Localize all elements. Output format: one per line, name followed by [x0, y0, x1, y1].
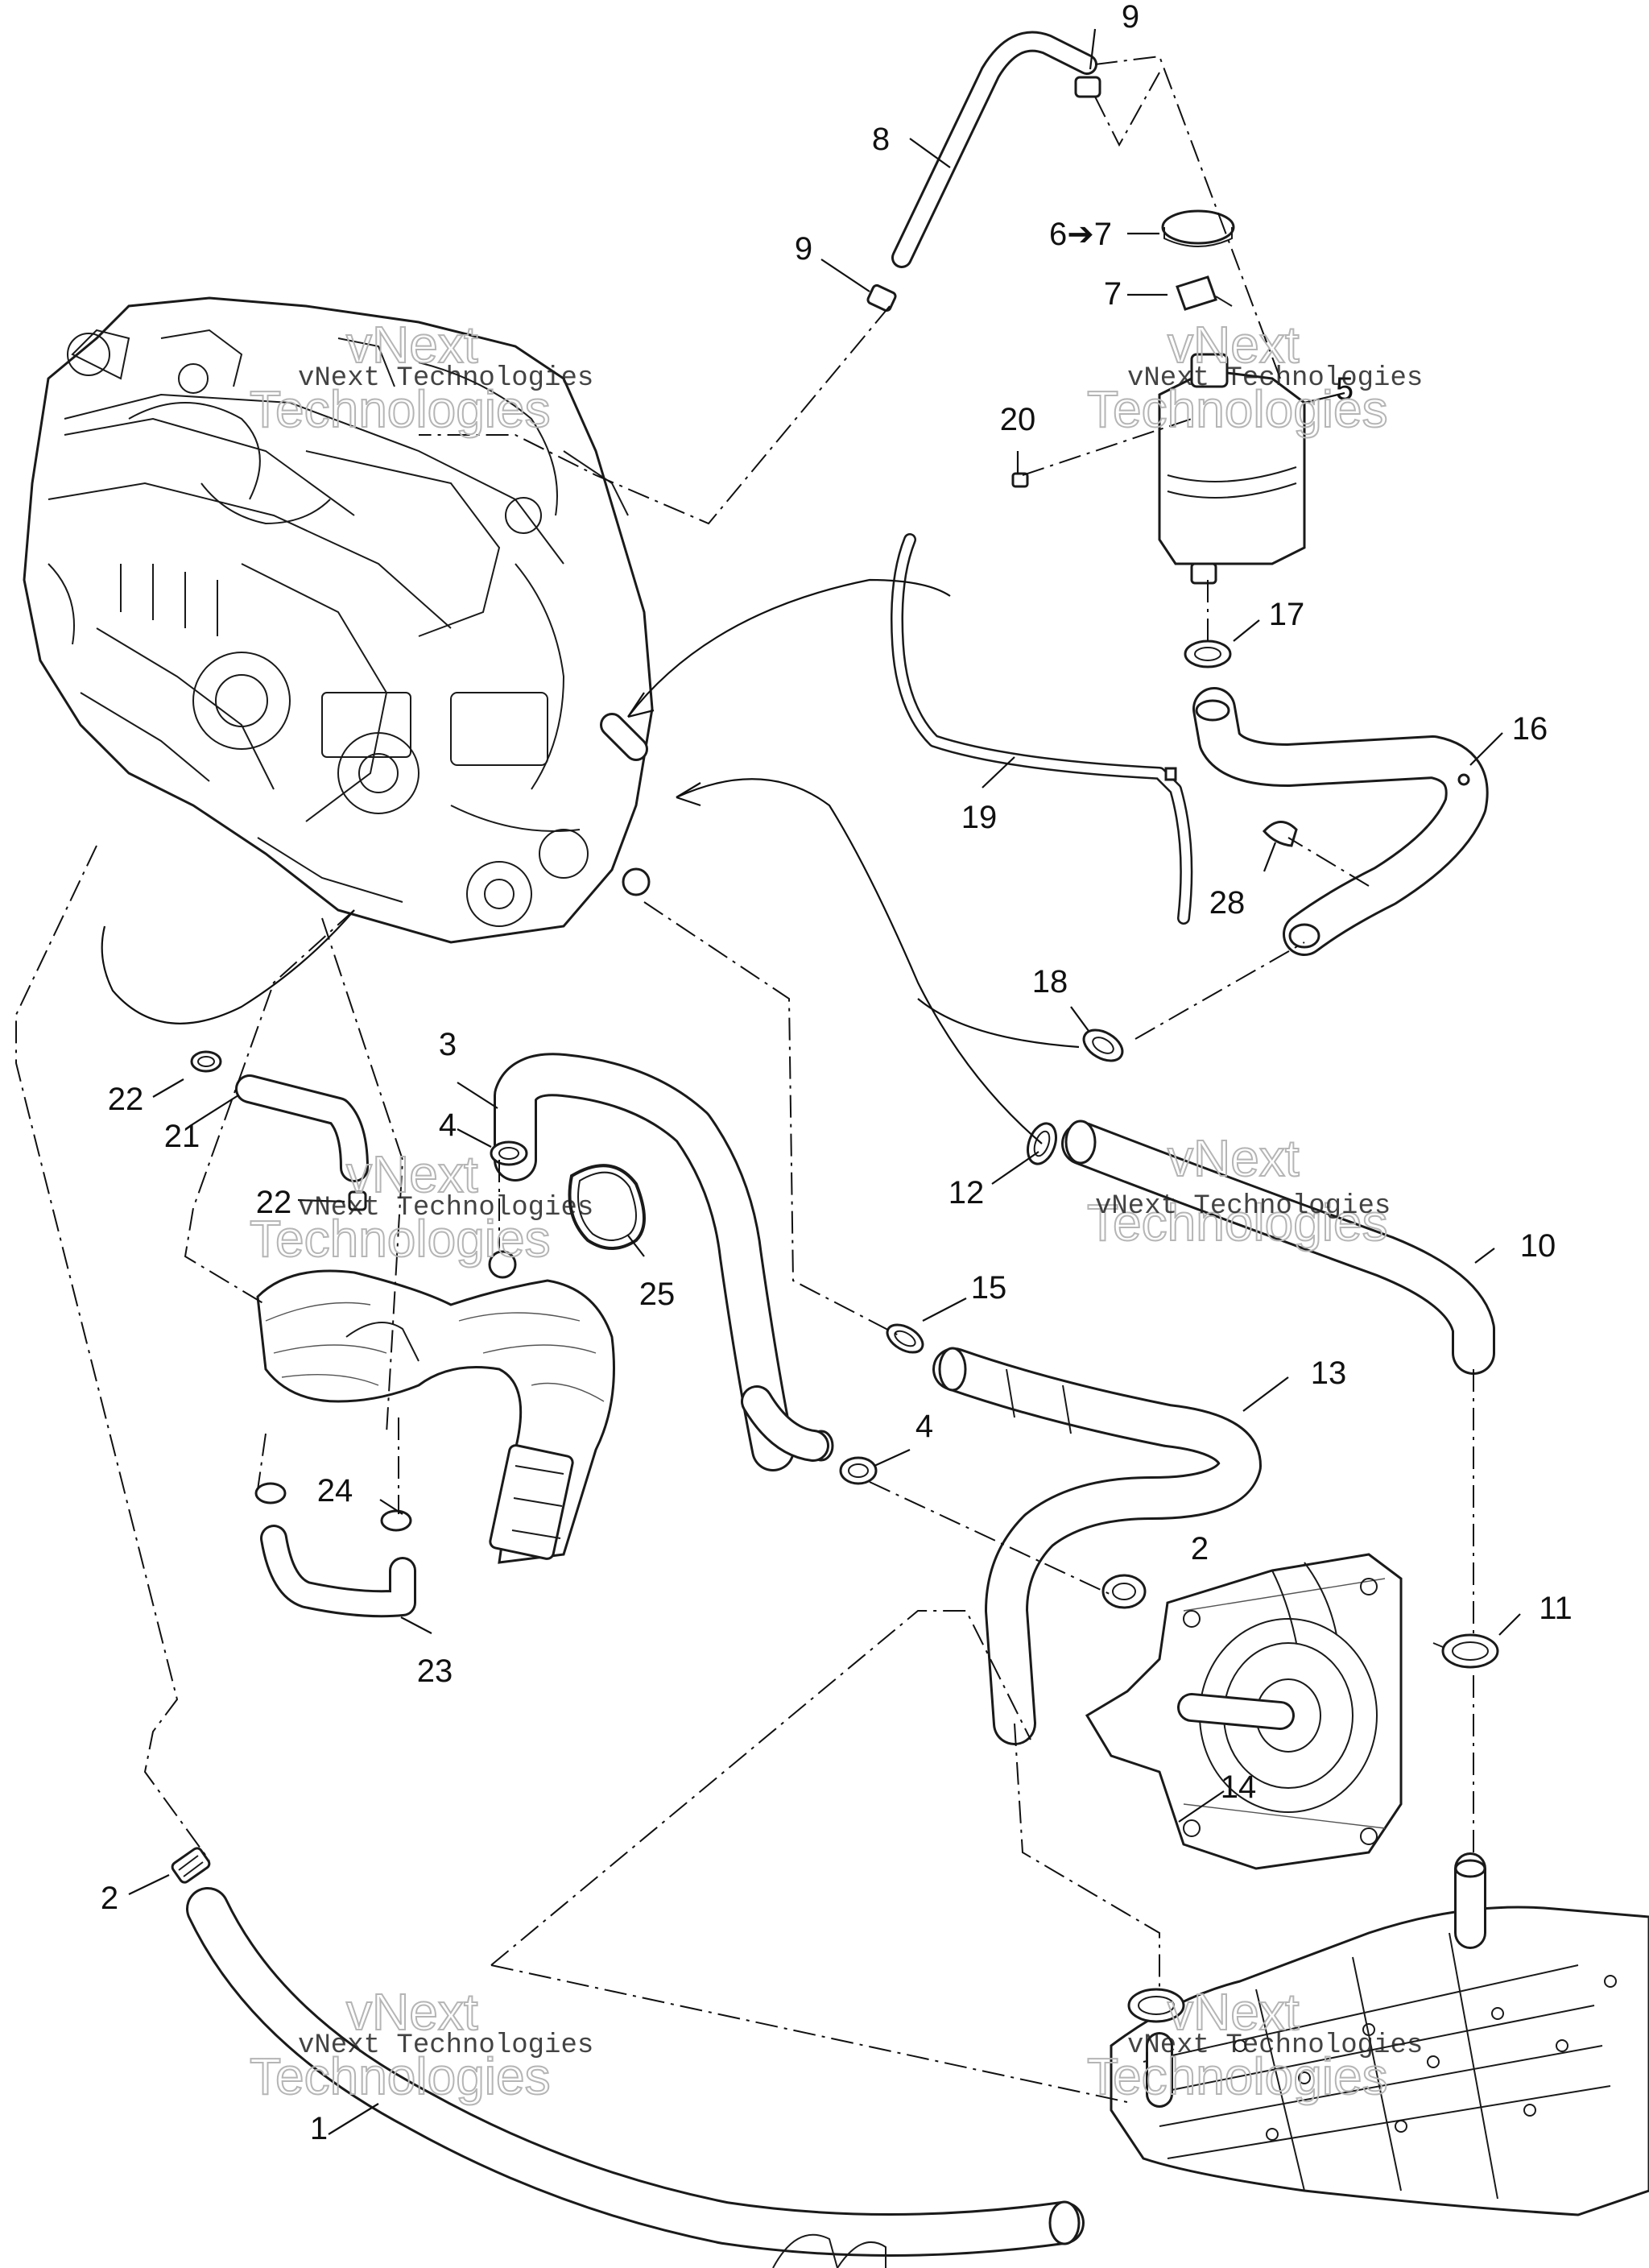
clamp-24-left: [254, 1482, 287, 1504]
callout-15: 15: [971, 1270, 1007, 1306]
callout-9-lower: 9: [795, 231, 812, 267]
callout-19: 19: [961, 800, 998, 835]
callout-2-upper: 2: [1191, 1531, 1209, 1566]
watermark-brand: vNext: [346, 1983, 478, 2041]
callout-14: 14: [1221, 1769, 1257, 1805]
watermark-text: vNext Technologies: [1095, 1191, 1391, 1222]
callout-25: 25: [639, 1277, 676, 1312]
callout-10: 10: [1520, 1228, 1556, 1264]
watermark-brand: vNext: [1168, 1129, 1300, 1187]
watermark-text: vNext Technologies: [298, 2030, 593, 2061]
callout-1: 1: [310, 2111, 328, 2146]
hose-3: [494, 1053, 834, 1471]
routing-lines: [15, 55, 1474, 2103]
watermark-text: vNext Technologies: [1127, 2030, 1423, 2061]
callout-4-upper: 4: [439, 1107, 457, 1143]
clamp-2-lower: [171, 1847, 211, 1884]
callout-18: 18: [1032, 964, 1068, 999]
hose-8: [891, 31, 1097, 268]
hose-13: [932, 1347, 1262, 1745]
fitting-9-upper: [1074, 76, 1101, 98]
pump-housing: [1085, 1553, 1403, 1870]
cooling-plate: [1110, 1852, 1649, 2216]
watermark-text: vNext Technologies: [298, 363, 593, 394]
hose-10: [1061, 1120, 1495, 1375]
fitting-20: [1011, 472, 1029, 488]
hose-21: [235, 1074, 369, 1182]
hose-16: [1192, 687, 1489, 956]
routing-arrows: [101, 578, 1080, 1144]
gasket-25: [568, 1164, 646, 1250]
callout-16: 16: [1512, 711, 1548, 747]
callout-23: 23: [417, 1653, 453, 1689]
callout-24: 24: [317, 1473, 353, 1509]
callout-6-to-7: 6➔7: [1049, 217, 1112, 252]
leader-lines: [128, 28, 1521, 2135]
watermark-text: vNext Technologies: [298, 1193, 593, 1223]
callout-5: 5: [1336, 371, 1354, 407]
clamp-22-lower: [348, 1190, 367, 1211]
callout-7: 7: [1104, 276, 1122, 312]
clamp-2-upper: [1101, 1574, 1147, 1609]
callout-28: 28: [1209, 885, 1246, 921]
callout-11: 11: [1539, 1591, 1573, 1626]
clamp-17: [1184, 639, 1232, 668]
watermarks: vNext Technologies vNext Technologies vN…: [249, 315, 1423, 2106]
watermark-brand: vNext: [1168, 1983, 1300, 2041]
clamp-28: [1262, 821, 1298, 847]
watermark-text: vNext Technologies: [1127, 363, 1423, 394]
hose-1: [186, 1887, 1085, 2268]
callout-22-lower: 22: [256, 1185, 292, 1220]
fitting-9-lower: [866, 284, 897, 312]
hose-23: [260, 1525, 416, 1618]
watermark-brand: Technologies: [250, 2047, 551, 2105]
watermark-brand: Technologies: [1087, 2047, 1388, 2105]
watermark-brand: vNext: [346, 316, 478, 374]
callout-17: 17: [1269, 597, 1305, 632]
cap-retainer-7: [1176, 275, 1233, 311]
callout-21: 21: [164, 1119, 200, 1154]
watermark-brand: vNext: [1168, 316, 1300, 374]
clamp-18: [1082, 1028, 1124, 1062]
watermark-brand: Technologies: [1087, 1194, 1388, 1252]
callout-12: 12: [948, 1175, 985, 1211]
callout-4-lower: 4: [915, 1409, 933, 1444]
clamp-24-right: [380, 1509, 412, 1532]
watermark-brand: vNext: [346, 1145, 478, 1203]
callout-20: 20: [1000, 402, 1036, 437]
hose-19: [891, 533, 1193, 925]
callout-8: 8: [872, 122, 890, 157]
clamp-4-upper: [490, 1140, 528, 1166]
clamp-22-upper: [190, 1050, 222, 1073]
callout-9-upper: 9: [1122, 0, 1139, 35]
watermark-brand: Technologies: [250, 1210, 551, 1268]
clamp-14: [1127, 1988, 1185, 2023]
callout-22-upper: 22: [108, 1082, 144, 1117]
engine-assembly: [23, 296, 654, 944]
clamp-4-lower: [839, 1456, 878, 1485]
clamp-11: [1432, 1633, 1499, 1669]
watermark-brand: Technologies: [1087, 380, 1388, 438]
callout-3: 3: [439, 1027, 457, 1062]
reservoir-cap: [1161, 209, 1235, 247]
exhaust-manifold: [256, 1250, 615, 1564]
clamp-15: [886, 1323, 924, 1354]
callout-2-lower: 2: [101, 1881, 118, 1916]
callout-labels: 1 2 3 4 4 5 6➔7 7 8 9 9 10 11 12 13 14 1…: [101, 0, 1573, 2146]
coolant-reservoir: [1158, 353, 1306, 585]
callout-13: 13: [1311, 1355, 1347, 1391]
watermark-brand: Technologies: [250, 380, 551, 438]
